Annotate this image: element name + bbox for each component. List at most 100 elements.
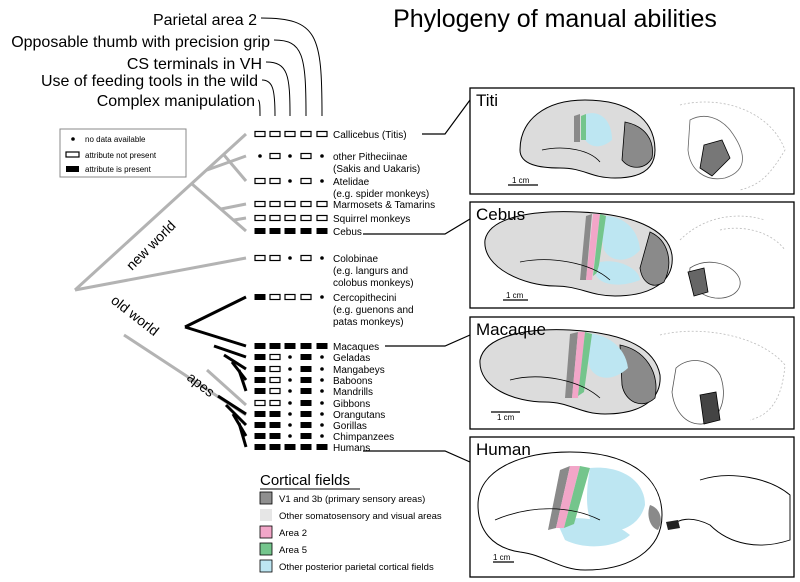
attribute-mark	[300, 228, 312, 234]
attribute-mark	[269, 293, 281, 301]
attribute-mark	[288, 423, 292, 427]
attribute-mark	[288, 412, 292, 416]
attribute-mark	[320, 389, 324, 393]
attribute-mark	[269, 130, 281, 138]
attribute-mark	[269, 353, 281, 361]
attribute-label-area2: Parietal area 2	[153, 12, 257, 29]
attribute-mark	[254, 433, 266, 439]
taxon-name: Macaques	[333, 342, 379, 353]
taxon-name: Humans	[333, 443, 370, 454]
attribute-mark	[254, 354, 266, 360]
attribute-mark	[284, 200, 296, 208]
attribute-mark	[288, 256, 292, 260]
attribute-mark	[284, 130, 296, 138]
attribute-mark	[300, 433, 312, 439]
taxon-name: Marmosets & Tamarins	[333, 200, 435, 211]
taxon-name: Mangabeys	[333, 365, 385, 376]
panel-title-human: Human	[476, 440, 531, 459]
cortical-fields-title: Cortical fields	[260, 472, 350, 489]
cortical-field-label: Other posterior parietal cortical fields	[279, 562, 434, 573]
attribute-mark	[300, 200, 312, 208]
attribute-mark	[284, 228, 296, 234]
attribute-mark	[284, 343, 296, 349]
attribute-mark	[316, 444, 328, 450]
attribute-mark	[254, 254, 266, 262]
symbol-legend: no data available attribute not present …	[59, 128, 187, 178]
attribute-mark	[288, 401, 292, 405]
attribute-mark	[320, 295, 324, 299]
attribute-mark	[300, 152, 312, 160]
attribute-mark	[300, 422, 312, 428]
attribute-mark	[254, 343, 266, 349]
taxon-name: (e.g. langurs and	[333, 266, 408, 277]
legend-present: attribute is present	[85, 165, 152, 174]
attribute-mark	[300, 411, 312, 417]
taxon-name: Cercopithecini	[333, 293, 396, 304]
attribute-mark	[320, 256, 324, 260]
legend-no-data: no data available	[85, 135, 146, 144]
attribute-label-tools: Use of feeding tools in the wild	[41, 73, 258, 90]
attribute-mark	[254, 388, 266, 394]
phylogenetic-tree: new world old world apes	[73, 132, 248, 448]
legend-open-icon	[65, 151, 80, 158]
attribute-mark	[300, 254, 312, 262]
attribute-mark	[254, 200, 266, 208]
attribute-mark	[254, 130, 266, 138]
attribute-mark	[320, 423, 324, 427]
attribute-mark	[254, 399, 266, 407]
attribute-mark	[320, 154, 324, 158]
attribute-mark	[288, 355, 292, 359]
taxon-name: Atelidae	[333, 177, 370, 188]
attribute-mark	[320, 367, 324, 371]
attribute-mark	[269, 399, 281, 407]
taxon-labels: Callicebus (Titis)other Pitheciinae(Saki…	[333, 130, 435, 454]
cortical-field-swatch	[259, 525, 273, 539]
attribute-mark	[320, 401, 324, 405]
taxon-name: Mandrills	[333, 387, 373, 398]
attribute-mark	[300, 130, 312, 138]
attribute-label-thumb: Opposable thumb with precision grip	[11, 34, 270, 51]
attribute-mark	[316, 228, 328, 234]
taxon-name: Cebus	[333, 227, 362, 238]
leader-line-tools	[261, 79, 276, 117]
legend-not-present: attribute not present	[85, 151, 157, 160]
attribute-label-cs-terminals: CS terminals in VH	[127, 56, 262, 73]
attribute-mark	[254, 294, 266, 300]
attribute-mark	[300, 343, 312, 349]
attribute-mark	[269, 228, 281, 234]
scale-label-macaque: 1 cm	[497, 413, 515, 422]
taxon-name: other Pitheciinae	[333, 152, 408, 163]
attribute-mark	[288, 389, 292, 393]
taxon-name: Chimpanzees	[333, 432, 394, 443]
human-illustration	[477, 451, 791, 571]
leader-line-area2	[260, 17, 323, 117]
attribute-mark	[288, 154, 292, 158]
attribute-mark	[254, 444, 266, 450]
attribute-mark	[300, 177, 312, 185]
attribute-mark	[269, 376, 281, 384]
attribute-mark	[269, 387, 281, 395]
attribute-mark	[269, 200, 281, 208]
cortical-field-label: V1 and 3b (primary sensory areas)	[279, 494, 425, 505]
attribute-mark	[300, 400, 312, 406]
attribute-mark	[269, 177, 281, 185]
attribute-mark	[300, 388, 312, 394]
attribute-mark	[254, 366, 266, 372]
taxon-name: colobus monkeys)	[333, 278, 414, 289]
attribute-mark	[300, 293, 312, 301]
taxon-name: Geladas	[333, 353, 370, 364]
attribute-mark	[316, 130, 328, 138]
cebus-illustration	[484, 211, 786, 301]
cortical-fields-legend: Cortical fields V1 and 3b (primary senso…	[259, 472, 442, 573]
attribute-mark	[269, 254, 281, 262]
attribute-mark	[320, 378, 324, 382]
attribute-mark	[300, 366, 312, 372]
attribute-mark	[254, 377, 266, 383]
taxon-name: patas monkeys)	[333, 317, 404, 328]
macaque-illustration	[479, 329, 786, 425]
taxon-name: Colobinae	[333, 254, 378, 265]
attribute-mark	[316, 214, 328, 222]
attribute-mark	[288, 378, 292, 382]
attribute-mark	[300, 377, 312, 383]
